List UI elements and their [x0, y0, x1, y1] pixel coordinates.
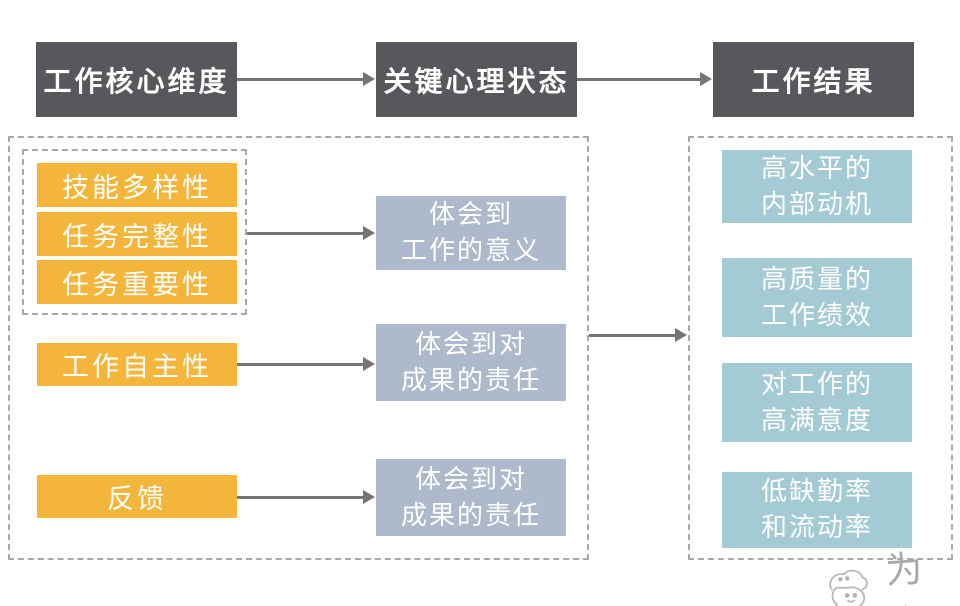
arrow-head-icon	[700, 72, 712, 86]
node-high-internal-motivation: 高水平的 内部动机	[722, 150, 912, 223]
node-high-job-satisfaction: 对工作的 高满意度	[722, 363, 912, 442]
arrow-header2-to-header3	[577, 72, 712, 86]
arrow-shaft	[577, 77, 702, 81]
header-core-job-dimensions: 工作核心维度	[36, 42, 237, 117]
node-task-identity: 任务完整性	[37, 212, 237, 256]
arrow-feedback-to-responsibility	[237, 490, 375, 504]
node-skill-variety: 技能多样性	[37, 163, 237, 207]
arrow-taskgroup-to-meaning	[247, 226, 375, 240]
arrow-head-icon	[363, 72, 375, 86]
node-low-absenteeism-turnover: 低缺勤率 和流动率	[722, 472, 912, 548]
header-work-outcomes: 工作结果	[713, 42, 914, 117]
dashed-container-outcomes	[688, 136, 953, 560]
dashed-group-task-dimensions	[22, 149, 247, 315]
arrow-shaft	[237, 362, 365, 366]
node-experienced-responsibility-2: 体会到对 成果的责任	[376, 459, 566, 536]
watermark-text: 为之	[883, 547, 934, 606]
node-feedback: 反馈	[37, 475, 237, 518]
node-task-significance: 任务重要性	[37, 260, 237, 304]
node-experienced-meaningfulness: 体会到 工作的意义	[376, 196, 566, 270]
dashed-container-dimensions-states	[8, 136, 589, 560]
node-work-autonomy: 工作自主性	[37, 343, 237, 386]
watermark-doodle-icon	[829, 569, 868, 606]
node-high-quality-performance: 高质量的 工作绩效	[722, 258, 912, 337]
arrow-shaft	[237, 77, 365, 81]
arrow-head-icon	[363, 490, 375, 504]
arrow-head-icon	[363, 226, 375, 240]
arrow-autonomy-to-responsibility	[237, 357, 375, 371]
node-experienced-responsibility-1: 体会到对 成果的责任	[376, 324, 566, 401]
watermark: 为之	[820, 538, 960, 606]
arrow-shaft	[237, 495, 365, 499]
arrow-shaft	[589, 333, 677, 337]
arrow-shaft	[247, 231, 365, 235]
arrow-head-icon	[675, 328, 687, 342]
arrow-header1-to-header2	[237, 72, 375, 86]
arrow-head-icon	[363, 357, 375, 371]
header-critical-psych-states: 关键心理状态	[376, 42, 577, 117]
arrow-states-to-outcomes	[589, 328, 687, 342]
